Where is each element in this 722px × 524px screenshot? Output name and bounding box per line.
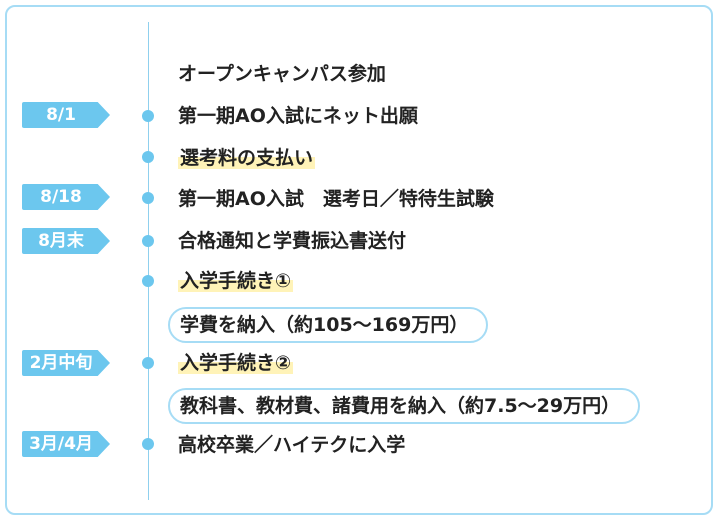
step-fee-payment: 選考料の支払い [178,145,316,171]
step-open-campus: オープンキャンパス参加 [178,63,386,85]
date-tag-mid-feb: 2月中旬 [22,350,110,376]
timeline-line [148,22,149,500]
timeline-panel [5,5,713,515]
step-fee-payment-label: 選考料の支払い [178,147,316,169]
date-tag-aug-18: 8/18 [22,184,110,210]
step-enrollment-2: 入学手続き② [178,350,294,376]
timeline-dot [142,357,154,369]
timeline-dot [142,192,154,204]
date-tag-end-aug: 8月末 [22,228,110,254]
step-selection-day: 第一期AO入試 選考日／特待生試験 [178,188,494,210]
timeline-dot [142,235,154,247]
step-enrollment-2-label: 入学手続き② [178,352,294,374]
timeline-dot [142,151,154,163]
timeline-dot [142,275,154,287]
step-enrollment-1: 入学手続き① [178,268,294,294]
timeline-dot [142,438,154,450]
tuition-note: 学費を納入（約105〜169万円） [168,307,489,343]
step-graduation-entry: 高校卒業／ハイテクに入学 [178,434,406,456]
materials-note: 教科書、教材費、諸費用を納入（約7.5〜29万円） [168,388,641,424]
date-tag-aug-1: 8/1 [22,102,110,128]
step-enrollment-1-label: 入学手続き① [178,270,294,292]
step-online-application: 第一期AO入試にネット出願 [178,105,418,127]
date-tag-mar-apr: 3月/4月 [22,431,110,457]
timeline-dot [142,110,154,122]
step-acceptance-notice: 合格通知と学費振込書送付 [178,230,407,252]
